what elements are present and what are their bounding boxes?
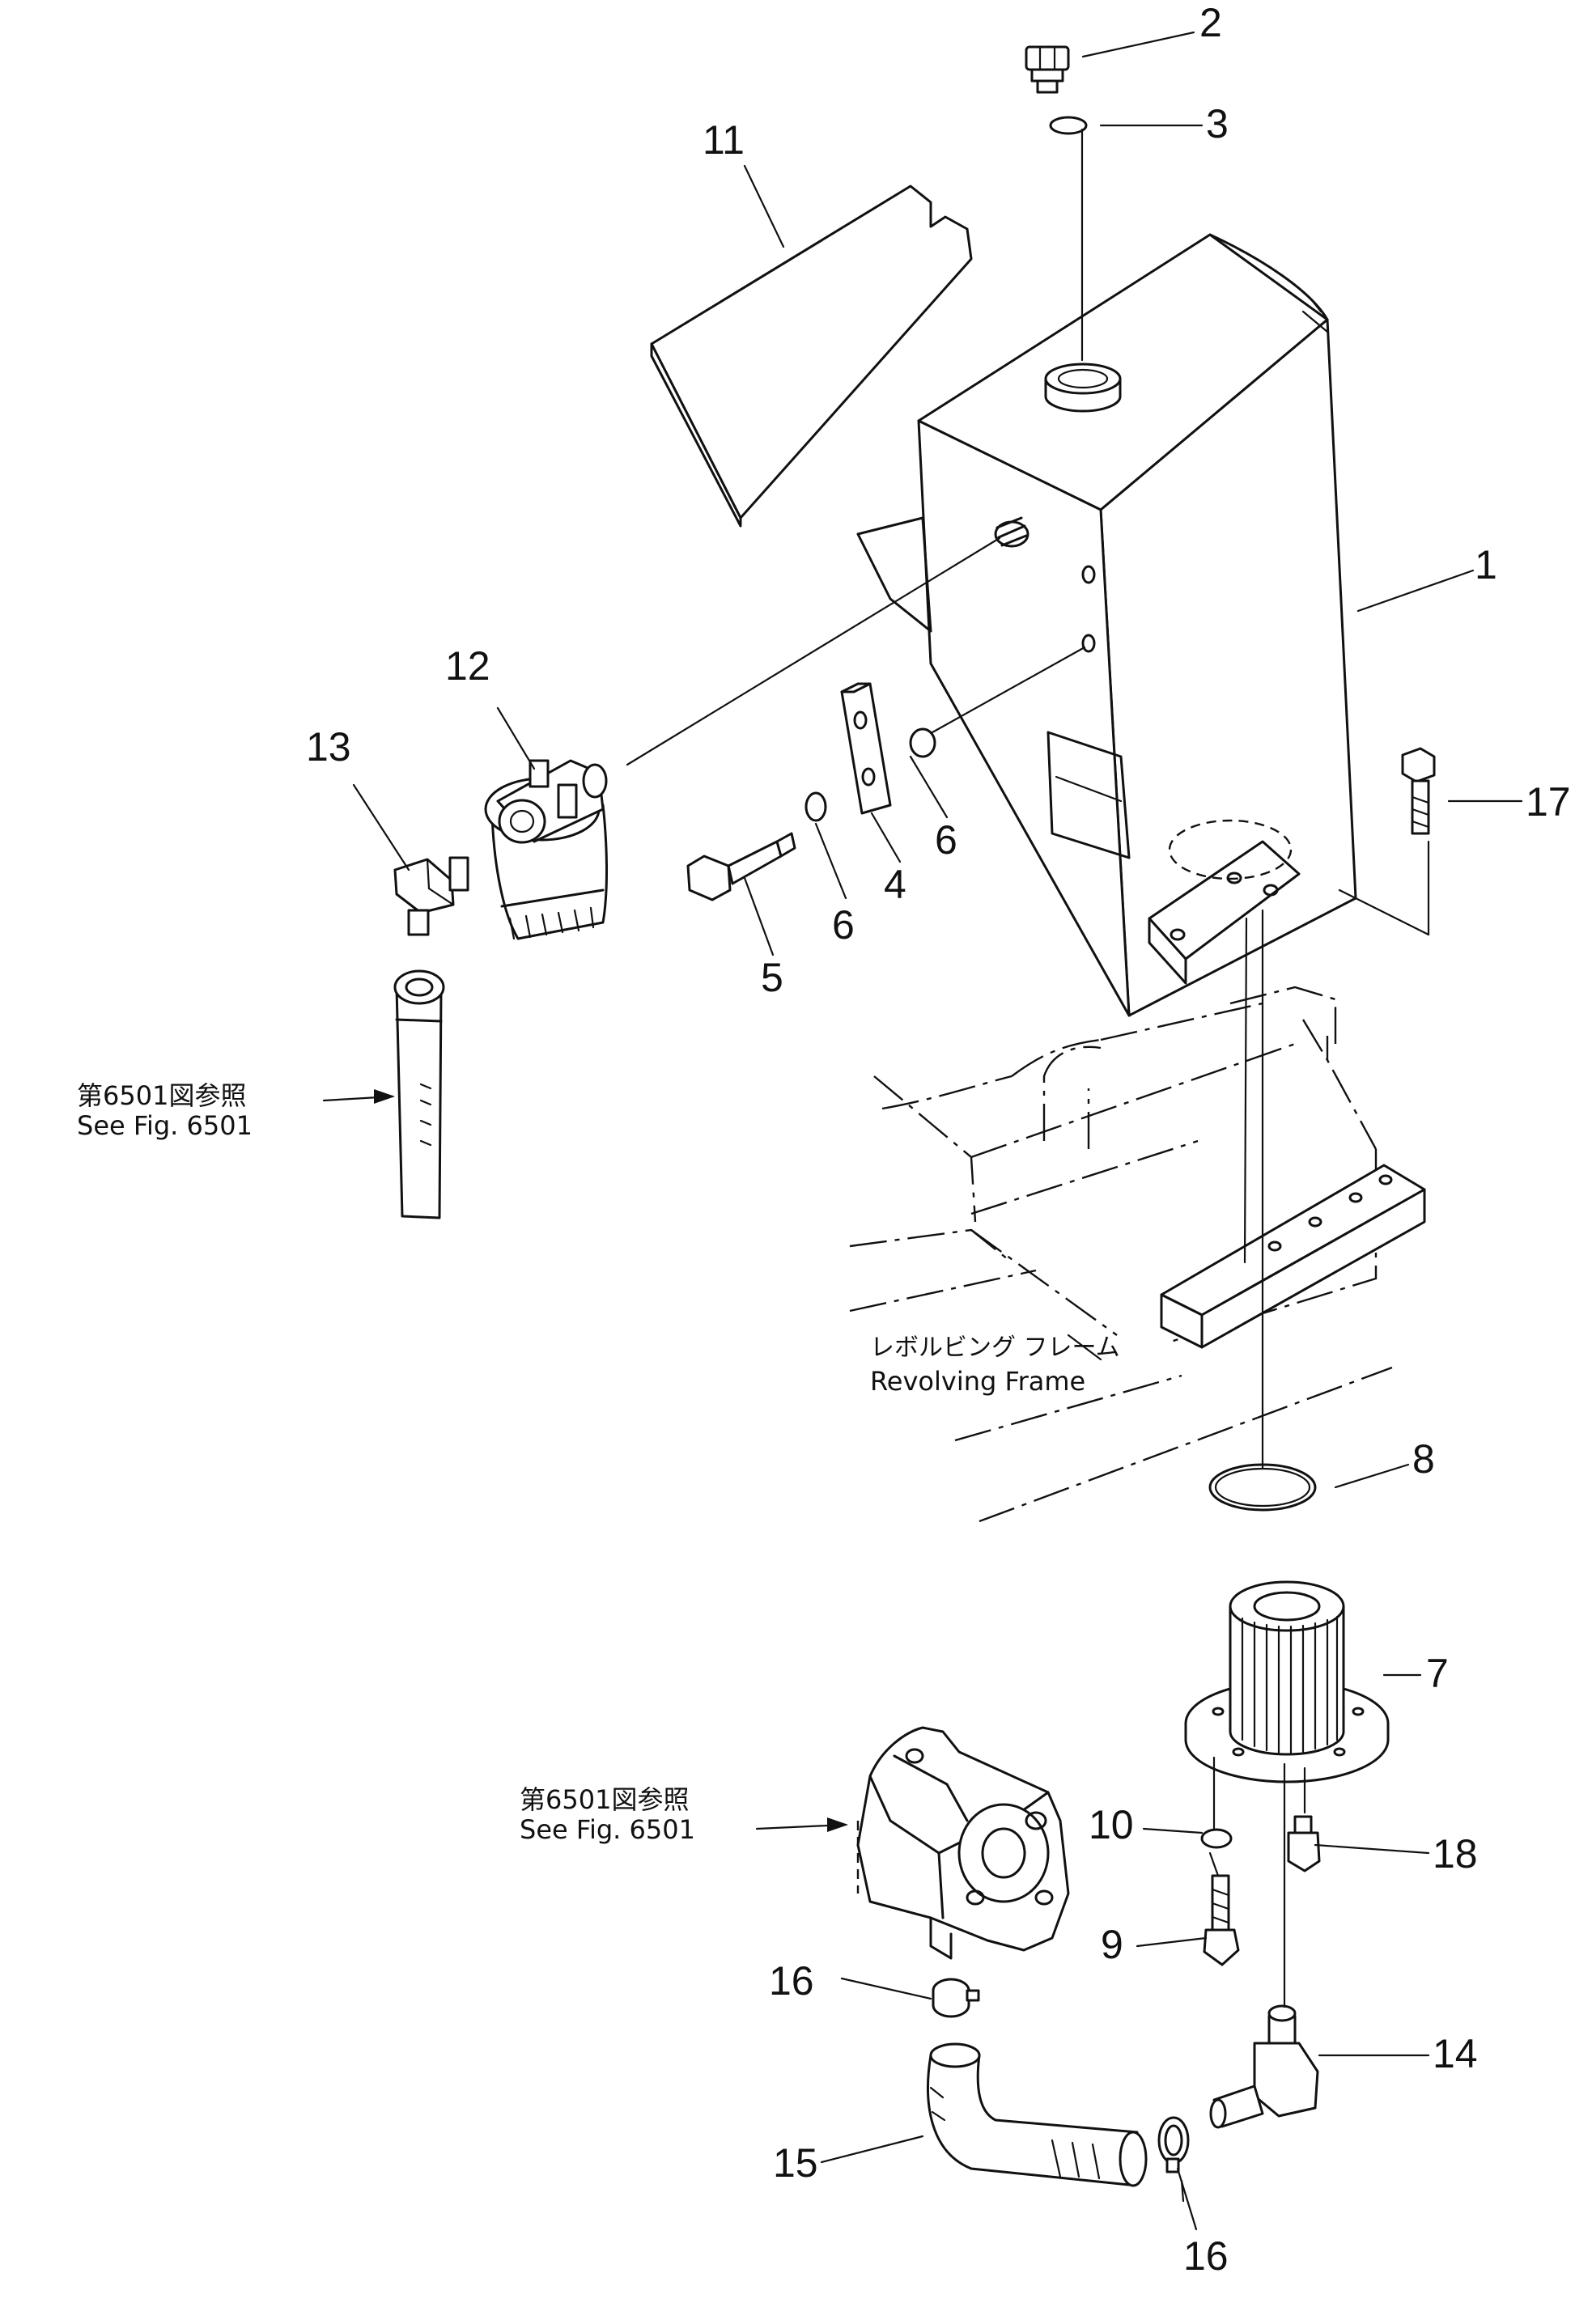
callout-16b: 16: [1183, 2233, 1229, 2279]
callout-6b: 6: [935, 817, 957, 863]
assembly-lines: [626, 128, 1430, 2203]
hydraulic-tank: [856, 233, 1357, 1017]
callout-3: 3: [1206, 101, 1229, 146]
revolving-frame-phantom: [849, 986, 1426, 1523]
elbow-fitting-14: [1209, 2004, 1319, 2129]
o-ring-8: [1208, 1463, 1317, 1512]
callout-11: 11: [703, 117, 745, 163]
frame-label-jp: レボルビング フレーム: [870, 1334, 1120, 1362]
callout-1: 1: [1475, 542, 1497, 587]
spacer-block: [840, 682, 892, 815]
line-filter: [484, 759, 609, 940]
strainer: [1184, 1580, 1390, 1783]
plug-18: [1287, 1815, 1321, 1872]
o-ring-3: [1049, 116, 1088, 135]
callout-4: 4: [884, 862, 906, 907]
reference-notes: 第6501図参照 See Fig. 6501 第6501図参照 See Fig.…: [77, 1080, 1120, 1845]
washer-6a: [804, 791, 827, 822]
callout-numbers: 2 3 11 1 12 13 6 4 6 5 17 8 7 10 18 9 16…: [306, 0, 1571, 2279]
suction-hose: [393, 969, 445, 1219]
callout-12: 12: [445, 643, 490, 689]
bolt-9: [1203, 1874, 1240, 1966]
top-ref-en: See Fig. 6501: [77, 1110, 253, 1141]
callout-10: 10: [1089, 1802, 1134, 1847]
leader-lines: [322, 31, 1523, 2231]
callout-18: 18: [1433, 1831, 1478, 1877]
callout-6a: 6: [832, 902, 855, 948]
callout-15: 15: [773, 2140, 818, 2186]
hose-clamp-16a: [932, 1978, 980, 2018]
callout-7: 7: [1426, 1651, 1449, 1696]
callout-14: 14: [1433, 2031, 1478, 2076]
callout-2: 2: [1199, 0, 1222, 45]
callout-9: 9: [1101, 1922, 1123, 1967]
washer-10: [1200, 1828, 1233, 1849]
tank-fitting: [994, 516, 1029, 548]
frame-label-en: Revolving Frame: [870, 1366, 1085, 1397]
hose-clamp-16b: [1157, 2116, 1190, 2173]
elbow-fitting-13: [393, 856, 469, 936]
callout-16a: 16: [769, 1958, 814, 2004]
callout-5: 5: [761, 955, 783, 1000]
top-ref-jp: 第6501図参照: [77, 1080, 246, 1111]
bolt-17: [1401, 747, 1436, 835]
callout-17: 17: [1526, 779, 1571, 825]
callout-13: 13: [306, 724, 351, 770]
bolt-5: [686, 832, 796, 901]
cover-plate: [650, 184, 973, 528]
hydraulic-pump: [856, 1726, 1070, 1960]
drain-plug: [1025, 45, 1070, 94]
callout-8: 8: [1412, 1436, 1435, 1482]
washer-6b: [909, 727, 936, 758]
bottom-ref-en: See Fig. 6501: [520, 1814, 695, 1845]
hose-15: [927, 2042, 1148, 2187]
bottom-ref-jp: 第6501図参照: [520, 1784, 689, 1815]
